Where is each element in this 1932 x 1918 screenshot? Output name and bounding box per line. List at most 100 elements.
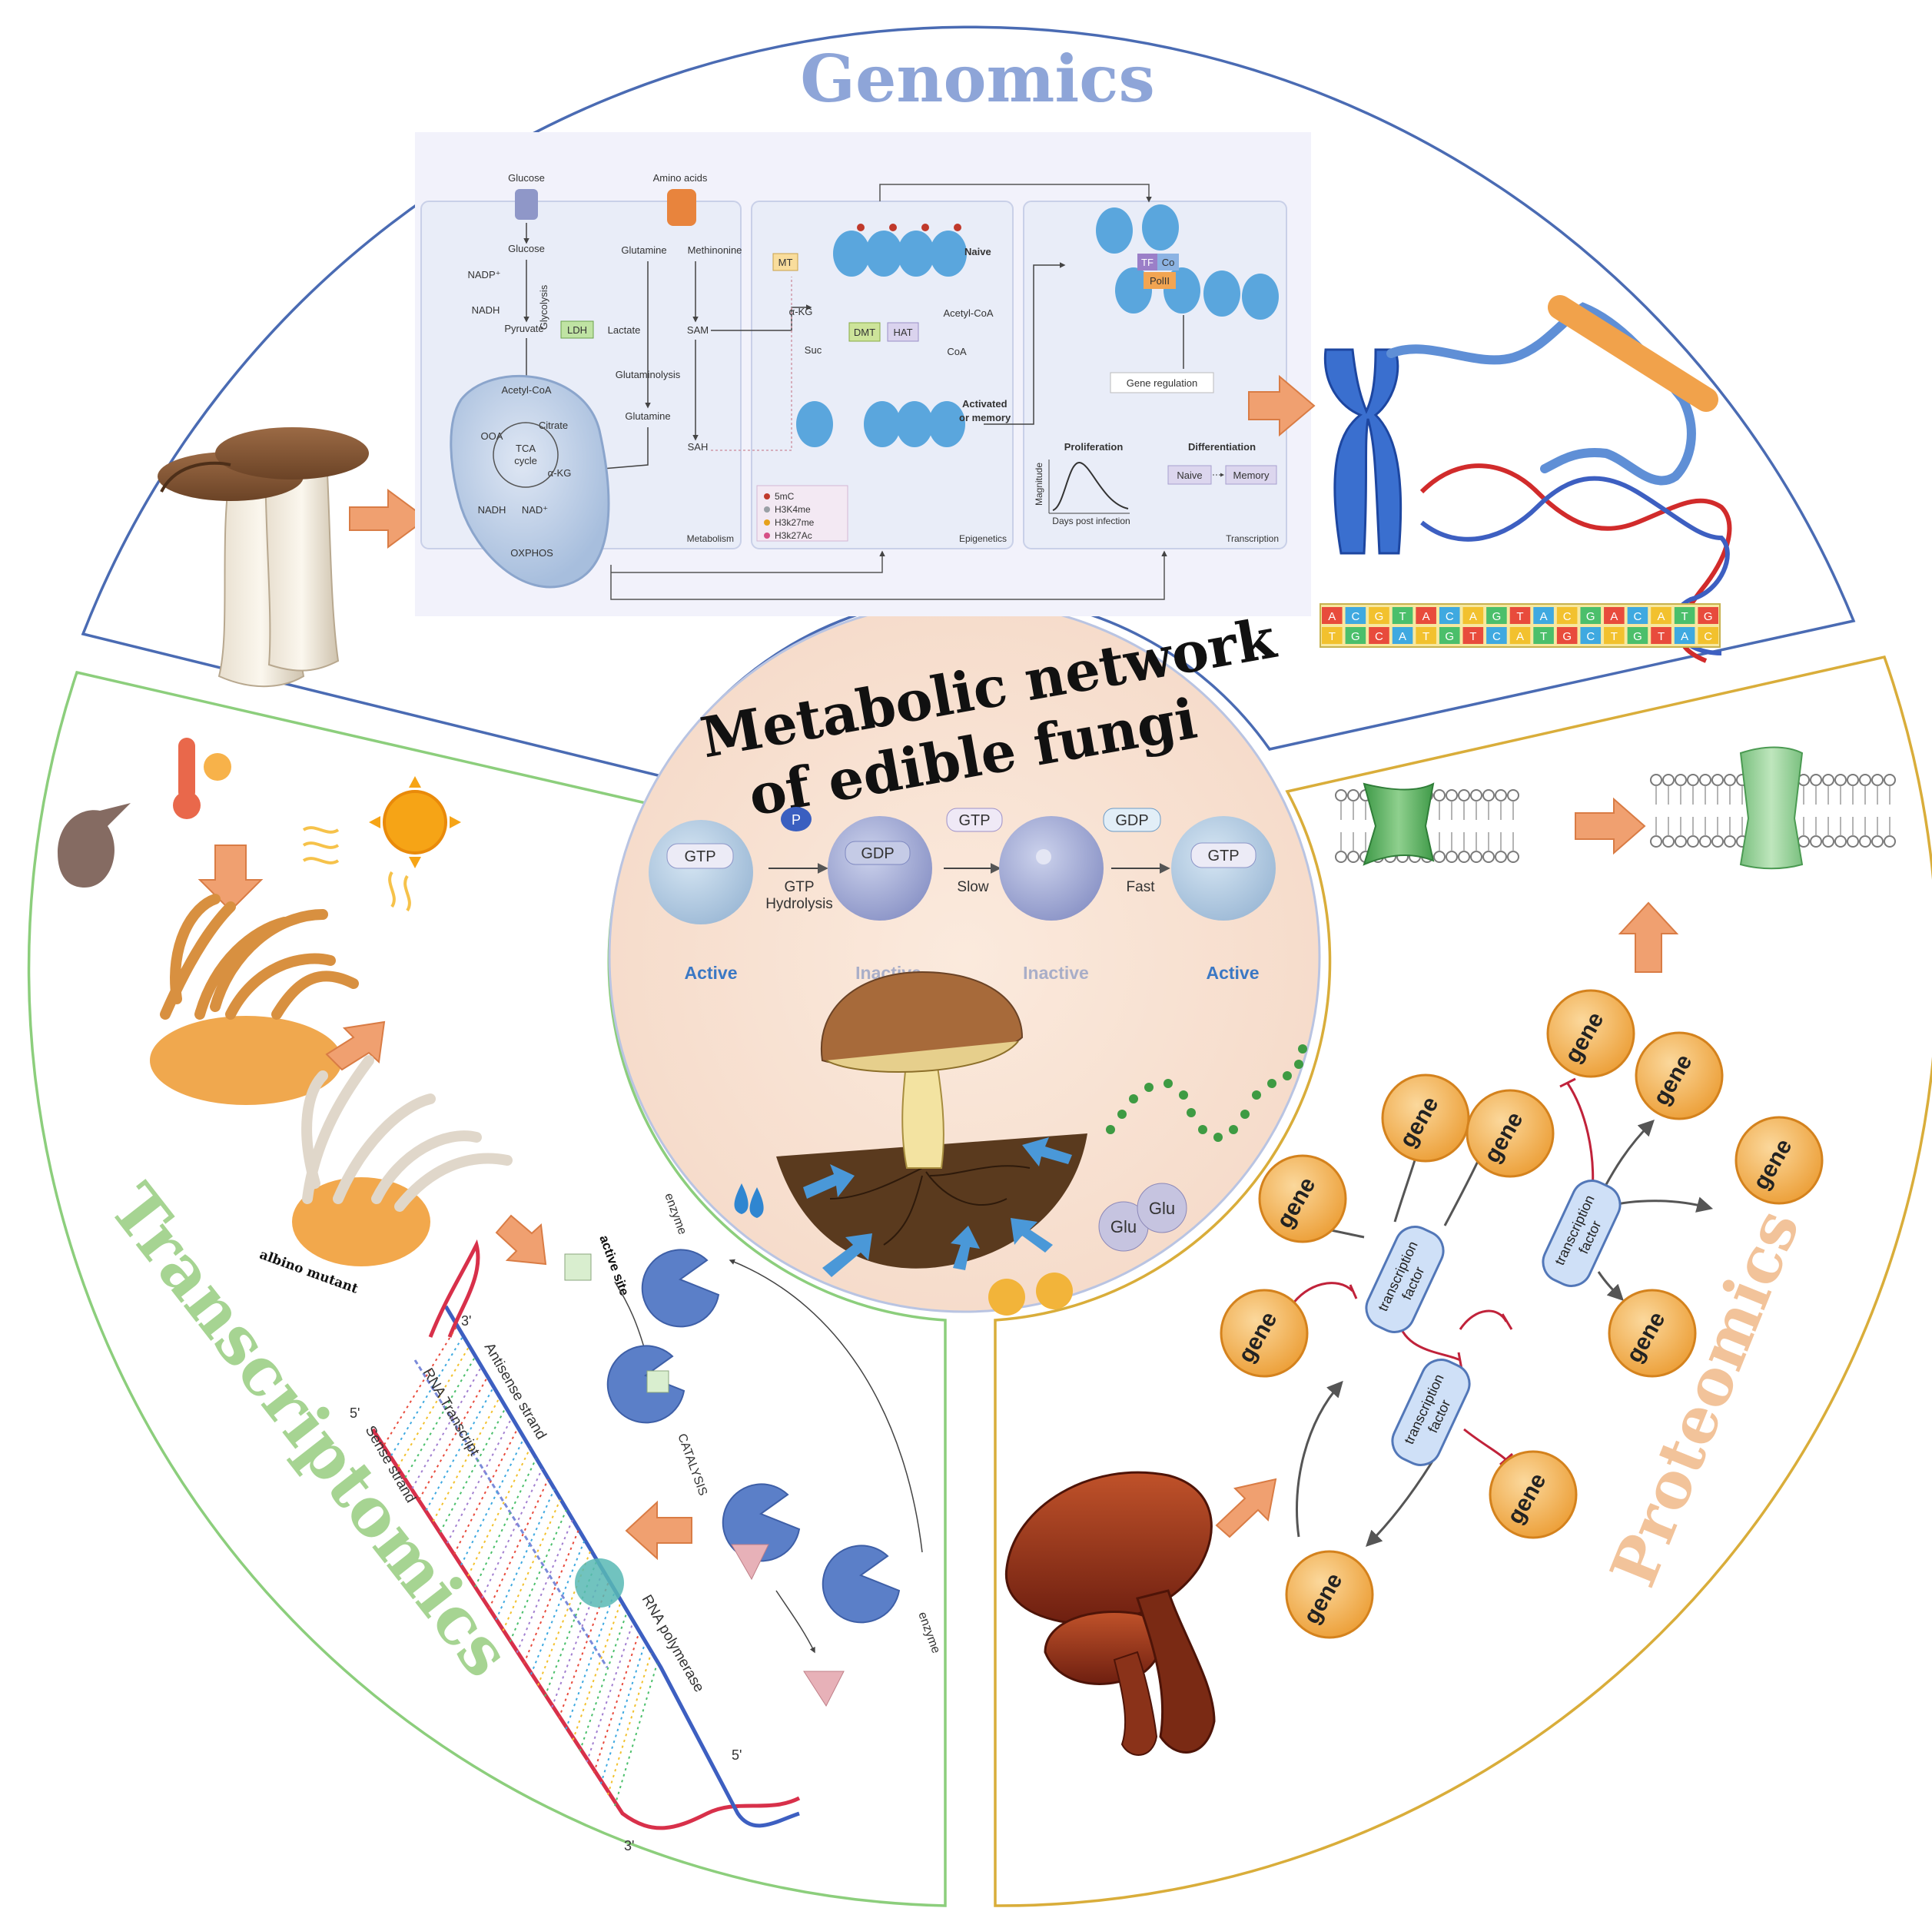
sun-icon [302, 776, 461, 912]
lipid-head [1724, 835, 1736, 848]
base-pair [446, 1417, 513, 1544]
tr-arrow-3 [495, 1214, 547, 1266]
genomics-arrow-1 [349, 489, 428, 549]
catalysis-label: CATALYSIS [675, 1432, 709, 1498]
substrate-square-2 [646, 1370, 669, 1393]
gene-sphere [1546, 989, 1635, 1078]
prime5-bottom: 5' [732, 1747, 742, 1763]
oxphos-label: OXPHOS [510, 547, 553, 559]
glucose-top-label: Glucose [508, 172, 545, 184]
sah-label: SAH [688, 441, 709, 453]
lipid-head [1724, 774, 1736, 786]
gene-node: gene [1285, 1550, 1374, 1639]
metabolism-panel-label: Metabolism [687, 533, 734, 544]
rna-transcript-label: RNA Transcript [420, 1365, 483, 1459]
nucleosomes-naive [833, 224, 967, 277]
amino-acids-label: Amino acids [653, 172, 708, 184]
pyruvate-label: Pyruvate [504, 323, 543, 334]
soil [776, 1133, 1087, 1269]
tape-letter-top: A [1610, 610, 1618, 623]
ldh-label: LDH [567, 324, 587, 336]
tf-3: transcription factor [1391, 1359, 1471, 1466]
tape-base-bottom [1533, 627, 1554, 644]
phosphate-label: P [792, 812, 801, 828]
magnitude-label: Magnitude [1034, 463, 1044, 506]
membrane-right [1650, 746, 1896, 870]
tape-letter-bottom: T [1329, 630, 1336, 643]
tape-base-top [1580, 607, 1602, 624]
glucose-transporter [515, 189, 538, 220]
dmt-box [848, 322, 881, 342]
slow-label: Slow [957, 879, 988, 895]
empty-sphere [999, 816, 1104, 921]
tape-letter-top: T [1399, 610, 1406, 623]
epi-legend-box [756, 485, 848, 542]
lipid-head [1482, 789, 1495, 801]
base-pair [523, 1530, 579, 1664]
state-inactive-2: Inactive [1023, 963, 1089, 983]
nucleosomes-activated [796, 401, 965, 447]
base-pair [432, 1396, 501, 1522]
mushroom-gills [825, 1040, 1019, 1073]
proliferation-curve [1052, 462, 1129, 511]
tape-base-bottom [1509, 627, 1531, 644]
base-pair [481, 1468, 543, 1598]
ldh-box [560, 320, 594, 339]
tape-base-bottom [1651, 627, 1671, 644]
cycle-label: cycle [514, 455, 537, 466]
tape-base-top [1509, 607, 1531, 624]
memory-box [1225, 465, 1277, 485]
tape-base-bottom [1486, 627, 1507, 644]
transcriptomics-border [27, 670, 947, 1907]
gene-node: gene [1635, 1031, 1724, 1120]
antisense-strand [443, 1305, 800, 1828]
base-pair [516, 1519, 573, 1653]
gene-node: gene [1466, 1089, 1555, 1178]
proliferation-label: Proliferation [1064, 441, 1124, 453]
tape-letter-bottom: C [1704, 630, 1712, 643]
roots [829, 1165, 1031, 1246]
amino-acid-transporter [667, 189, 696, 226]
product-triangle-2 [803, 1671, 845, 1707]
tape-base-top [1392, 607, 1413, 624]
lipid-head [1711, 774, 1724, 786]
prot-arrow-diag [1215, 1478, 1277, 1538]
albino-cordyceps [292, 1055, 513, 1266]
gtp2-label: GTP [1207, 848, 1239, 864]
akg-epi-label: α-KG [789, 306, 813, 317]
polii-label: PolII [1150, 275, 1170, 287]
base-pair [579, 1612, 628, 1752]
activated-label: Activated [962, 398, 1007, 410]
tape-letter-top: G [1492, 610, 1502, 623]
tape-letter-bottom: A [1681, 630, 1688, 643]
enzyme2-label: enzyme [915, 1611, 942, 1656]
lipid-head [1884, 774, 1896, 786]
gene-regulation-label: Gene regulation [1127, 377, 1198, 389]
tape-base-top [1651, 607, 1671, 624]
proteomics-title: Proteomics [1596, 1200, 1814, 1597]
tca-label: TCA [516, 443, 536, 454]
epigenetics-panel-label: Epigenetics [959, 533, 1007, 544]
lipid-head [1347, 789, 1359, 801]
glutamine2-label: Glutamine [625, 410, 670, 422]
rna-transcript [413, 1359, 609, 1668]
base-pair [599, 1643, 646, 1784]
lipid-head [1495, 789, 1507, 801]
days-label: Days post infection [1052, 516, 1130, 526]
tape-letter-bottom: C [1586, 630, 1595, 643]
enzyme-3 [722, 1483, 801, 1562]
base-pair [425, 1386, 495, 1511]
nucleosomes-transcription [1096, 204, 1279, 320]
tape-base-bottom [1322, 627, 1343, 644]
tape-base-top [1698, 607, 1718, 624]
base-pair [606, 1653, 652, 1796]
base-pair [565, 1591, 616, 1730]
tape-base-bottom [1345, 627, 1366, 644]
lipid-head [1446, 789, 1458, 801]
tape-letter-bottom: A [1516, 630, 1524, 643]
prime3-top: 3' [461, 1313, 471, 1329]
state-active-2: Active [1206, 963, 1259, 983]
lipid-head [1847, 774, 1859, 786]
co-box [1157, 254, 1179, 270]
